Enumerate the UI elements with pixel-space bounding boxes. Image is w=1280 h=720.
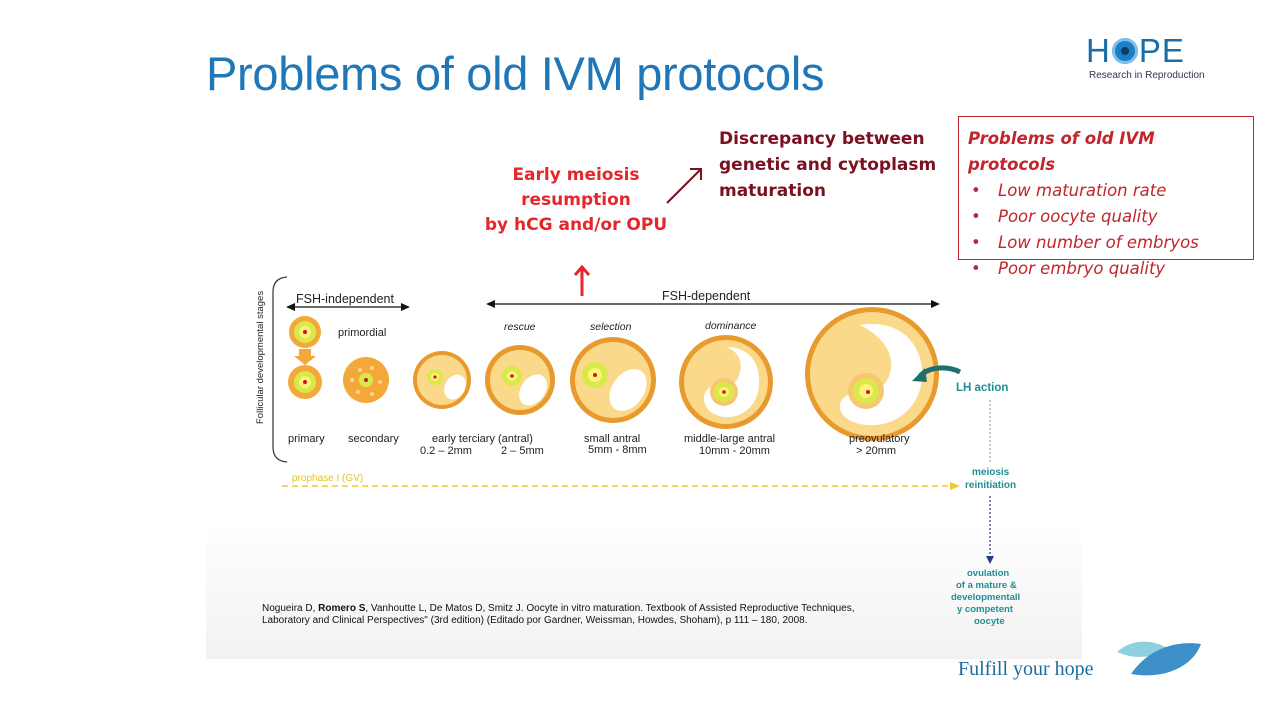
up-arrow-icon: [573, 264, 591, 296]
citation-text: , Vanhoutte L, De Matos D, Smitz J. Oocy…: [262, 603, 855, 626]
stage-small-antral-size: 5mm - 8mm: [588, 444, 647, 456]
early-line: Early meiosis: [512, 165, 640, 185]
follicle-development-diagram: Follicular developmental stages FSH-inde…: [255, 276, 1020, 627]
middle-large-antral-follicle: [679, 335, 773, 429]
selection-label: selection: [590, 321, 632, 333]
discrepancy-line: Discrepancy between: [719, 129, 925, 149]
stage-size-b: 2 – 5mm: [501, 445, 544, 457]
tagline: Fulfill your hope: [958, 658, 1094, 680]
discrepancy-note: Discrepancy between genetic and cytoplas…: [719, 126, 939, 204]
stage-size-a: 0.2 – 2mm: [420, 445, 472, 457]
figure-background: [206, 520, 1082, 659]
down-arrow-icon: [294, 349, 316, 365]
discrepancy-line: genetic and cytoplasm: [719, 155, 937, 175]
stage-small-antral: small antral: [584, 433, 640, 445]
logo-letter-h: H: [1086, 32, 1111, 69]
fsh-dependent-label: FSH-dependent: [662, 289, 751, 303]
list-item: Low number of embryos: [968, 230, 1245, 256]
ovulation-label-1: ovulation: [967, 568, 1009, 579]
discrepancy-line: maturation: [719, 181, 827, 201]
hope-logo: H PE Research in Reproduction: [1086, 32, 1206, 88]
side-label: Follicular developmental stages: [255, 291, 266, 424]
leaves-logo-icon: [1117, 641, 1201, 676]
stage-early-tertiary: early terciary (antral): [432, 433, 533, 445]
ovulation-label-2: of a mature &: [956, 580, 1017, 591]
meiosis-label-2: reinitiation: [965, 480, 1016, 491]
prophase-label: prophase I (GV): [292, 473, 363, 484]
stage-middle-large-size: 10mm - 20mm: [699, 445, 770, 457]
stage-secondary: secondary: [348, 433, 399, 445]
stage-primary: primary: [288, 433, 325, 445]
problems-box-title: Problems of old IVM protocols: [968, 129, 1155, 174]
stage-bracket: [272, 276, 288, 463]
early-tertiary-follicle-1: [413, 351, 471, 409]
secondary-follicle: [343, 357, 389, 403]
early-line: resumption: [521, 190, 631, 210]
lh-action-label: LH action: [956, 382, 1008, 394]
primordial-label: primordial: [338, 327, 386, 339]
primordial-follicle: [289, 316, 321, 348]
small-antral-follicle: [570, 337, 656, 423]
meiosis-label-1: meiosis: [972, 467, 1010, 478]
ovulation-label-4: y competent: [957, 604, 1014, 615]
rescue-label: rescue: [504, 321, 536, 333]
stage-preovulatory: preovulatory: [849, 433, 910, 445]
ovulation-label-3: developmentall: [951, 592, 1020, 603]
fsh-independent-label: FSH-independent: [296, 292, 395, 306]
citation: Nogueira D, Romero S, Vanhoutte L, De Ma…: [262, 603, 882, 627]
list-item: Poor embryo quality: [968, 256, 1245, 282]
early-meiosis-note: Early meiosis resumption by hCG and/or O…: [470, 163, 682, 238]
ovulation-label-5: oocyte: [974, 616, 1005, 627]
dominance-label: dominance: [705, 320, 757, 332]
early-tertiary-follicle-2: [485, 345, 555, 415]
logo-wordmark: H PE: [1086, 32, 1185, 70]
early-line: by hCG and/or OPU: [484, 215, 668, 235]
citation-author-bold: Romero S: [318, 603, 366, 614]
preovulatory-follicle: [805, 307, 939, 441]
logo-letters-pe: PE: [1138, 32, 1185, 69]
diagonal-arrow-icon: [666, 168, 702, 204]
primary-follicle: [288, 365, 322, 399]
list-item: Low maturation rate: [968, 178, 1245, 204]
problems-list: Low maturation rate Poor oocyte quality …: [968, 178, 1245, 282]
problems-box: Problems of old IVM protocols Low matura…: [958, 116, 1254, 282]
stage-middle-large: middle-large antral: [684, 433, 775, 445]
stage-preovulatory-size: > 20mm: [856, 445, 896, 457]
slide-title: Problems of old IVM protocols: [206, 47, 825, 100]
eye-icon: [1111, 38, 1138, 64]
logo-subtitle: Research in Reproduction: [1089, 70, 1205, 81]
list-item: Poor oocyte quality: [968, 204, 1245, 230]
citation-authors: Nogueira D,: [262, 603, 319, 614]
